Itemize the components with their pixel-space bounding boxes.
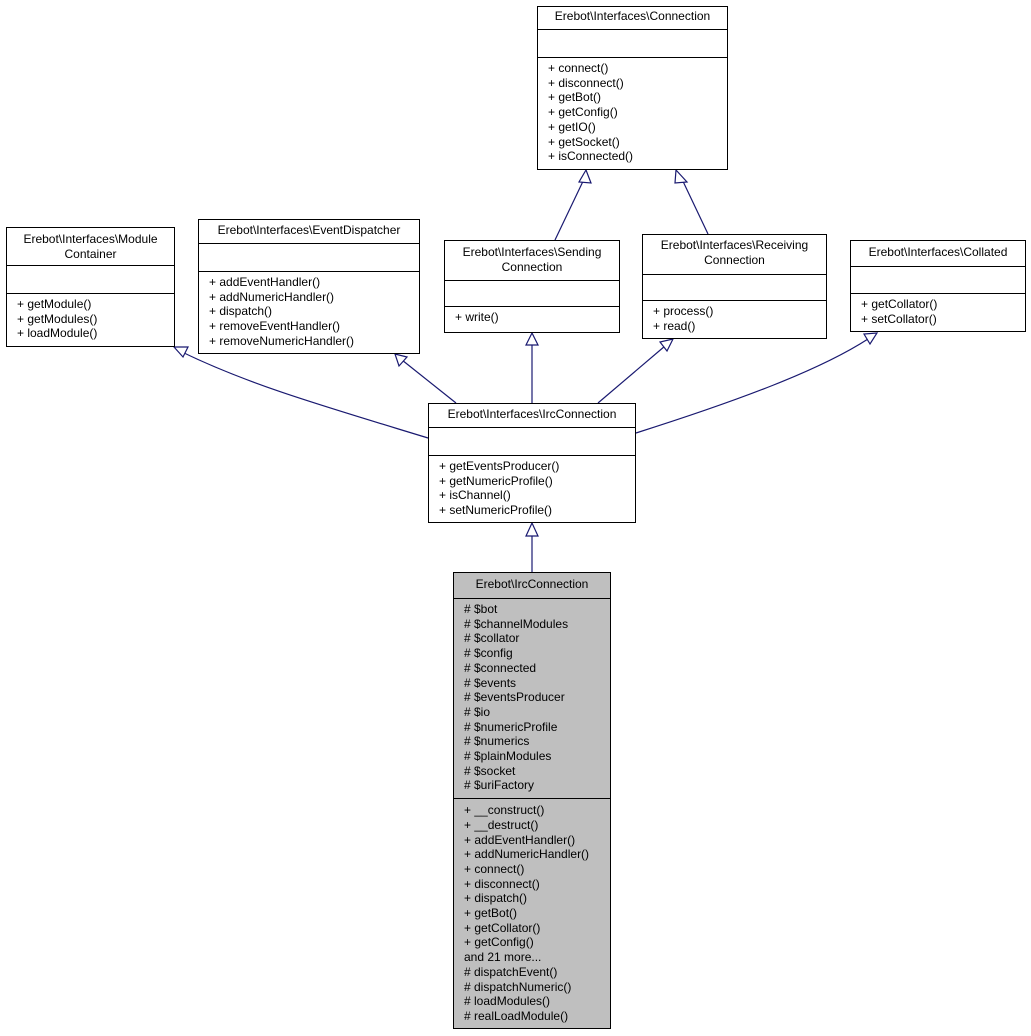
method: + connect(): [464, 861, 525, 876]
method: + dispatch(): [464, 891, 528, 906]
method: + getModules(): [17, 311, 98, 326]
edge-sending-to-connection: [554, 174, 587, 241]
edge-receiving-to-connection: [679, 174, 709, 235]
method: + addNumericHandler(): [464, 847, 590, 862]
method: + getModule(): [17, 297, 92, 311]
class-title: Erebot\Interfaces\IrcConnection: [429, 404, 635, 428]
method: + disconnect(): [464, 876, 540, 891]
edge-arrow-icon: [862, 332, 879, 346]
attributes-section: [538, 30, 727, 58]
edge-arrow-icon: [525, 331, 539, 346]
class-connection[interactable]: Erebot\Interfaces\Connection + connect()…: [537, 6, 728, 170]
methods-section: + write(): [445, 307, 619, 327]
class-title: Erebot\IrcConnection: [454, 573, 610, 599]
edge-irc-to-receiving: [597, 345, 666, 404]
methods-section: + getEventsProducer() + getNumericProfil…: [429, 456, 635, 520]
method: + getBot(): [464, 906, 518, 921]
method: + isChannel(): [439, 488, 511, 503]
method: + addEventHandler(): [464, 832, 576, 847]
attribute: # $plainModules: [464, 749, 552, 764]
attribute: # $socket: [464, 763, 516, 778]
more-methods-link[interactable]: and 21 more...: [464, 950, 542, 965]
methods-section: + connect() + disconnect() + getBot() + …: [538, 58, 727, 166]
class-title: Erebot\Interfaces\Receiving Connection: [643, 235, 826, 275]
attribute: # $eventsProducer: [464, 690, 565, 705]
class-module-container[interactable]: Erebot\Interfaces\Module Container + get…: [6, 227, 175, 347]
attributes-section: # $bot # $channelModules # $collator # $…: [454, 599, 610, 800]
edge-irc-to-event-dispatcher: [401, 359, 457, 404]
class-title: Erebot\Interfaces\EventDispatcher: [199, 220, 419, 244]
method: + getIO(): [548, 119, 596, 134]
method: + dispatch(): [209, 304, 273, 319]
method: + isConnected(): [548, 149, 634, 164]
attribute: # $channelModules: [464, 616, 569, 631]
method: + write(): [455, 310, 499, 324]
method: + getNumericProfile(): [439, 473, 553, 488]
edge-irc-to-collated: [635, 338, 869, 434]
method: + getConfig(): [548, 105, 618, 120]
edge-arrow-icon: [674, 168, 689, 184]
attributes-section: [643, 275, 826, 301]
attribute: # $connected: [464, 660, 537, 675]
class-sending-connection[interactable]: Erebot\Interfaces\Sending Connection + w…: [444, 240, 620, 333]
method: # loadModules(): [464, 994, 551, 1009]
edge-irc-to-module-container: [181, 351, 429, 439]
attributes-section: [429, 428, 635, 456]
method: + setCollator(): [861, 311, 937, 326]
attribute: # $bot: [464, 602, 498, 616]
edge-arrow-icon: [394, 353, 409, 368]
method: + addNumericHandler(): [209, 289, 335, 304]
method: + read(): [653, 318, 696, 333]
methods-section: + __construct() + __destruct() + addEven…: [454, 799, 610, 1026]
attributes-section: [199, 244, 419, 272]
attribute: # $collator: [464, 631, 520, 646]
method: + process(): [653, 304, 714, 318]
edge-arrow-icon: [658, 338, 675, 353]
attribute: # $uriFactory: [464, 778, 535, 793]
method: + getConfig(): [464, 935, 534, 950]
method: + getCollator(): [464, 920, 541, 935]
attributes-section: [445, 281, 619, 307]
methods-section: + getCollator() + setCollator(): [851, 294, 1025, 328]
attribute: # $io: [464, 704, 491, 719]
class-title: Erebot\Interfaces\Collated: [851, 241, 1025, 267]
method: # dispatchEvent(): [464, 964, 558, 979]
method: # dispatchNumeric(): [464, 979, 572, 994]
method: + addEventHandler(): [209, 275, 321, 289]
class-irc-connection[interactable]: Erebot\IrcConnection # $bot # $channelMo…: [453, 572, 611, 1029]
class-title: Erebot\Interfaces\Module Container: [7, 228, 174, 266]
class-collated[interactable]: Erebot\Interfaces\Collated + getCollator…: [850, 240, 1026, 332]
method: + setNumericProfile(): [439, 503, 553, 518]
methods-section: + addEventHandler() + addNumericHandler(…: [199, 272, 419, 351]
class-irc-connection-interface[interactable]: Erebot\Interfaces\IrcConnection + getEve…: [428, 403, 636, 523]
methods-section: + process() + read(): [643, 301, 826, 335]
attribute: # $numerics: [464, 734, 530, 749]
edge-arrow-icon: [172, 346, 189, 359]
class-title: Erebot\Interfaces\Connection: [538, 7, 727, 30]
attribute: # $events: [464, 675, 517, 690]
edge-arrow-icon: [525, 521, 539, 537]
method: + __destruct(): [464, 817, 539, 832]
method: + getSocket(): [548, 134, 620, 149]
method: + __construct(): [464, 803, 545, 818]
attributes-section: [7, 266, 174, 294]
method: + getBot(): [548, 90, 602, 105]
method: + loadModule(): [17, 326, 98, 341]
method: # realLoadModule(): [464, 1008, 569, 1023]
attribute: # $numericProfile: [464, 719, 558, 734]
class-title: Erebot\Interfaces\Sending Connection: [445, 241, 619, 281]
method: + connect(): [548, 61, 609, 75]
attributes-section: [851, 267, 1025, 294]
method: + removeEventHandler(): [209, 319, 341, 334]
methods-section: + getModule() + getModules() + loadModul…: [7, 294, 174, 343]
attribute: # $config: [464, 646, 513, 661]
edge-arrow-icon: [578, 168, 592, 184]
class-event-dispatcher[interactable]: Erebot\Interfaces\EventDispatcher + addE…: [198, 219, 420, 354]
method: + disconnect(): [548, 75, 624, 90]
method: + getCollator(): [861, 297, 938, 311]
method: + getEventsProducer(): [439, 459, 560, 473]
class-receiving-connection[interactable]: Erebot\Interfaces\Receiving Connection +…: [642, 234, 827, 339]
method: + removeNumericHandler(): [209, 333, 355, 348]
